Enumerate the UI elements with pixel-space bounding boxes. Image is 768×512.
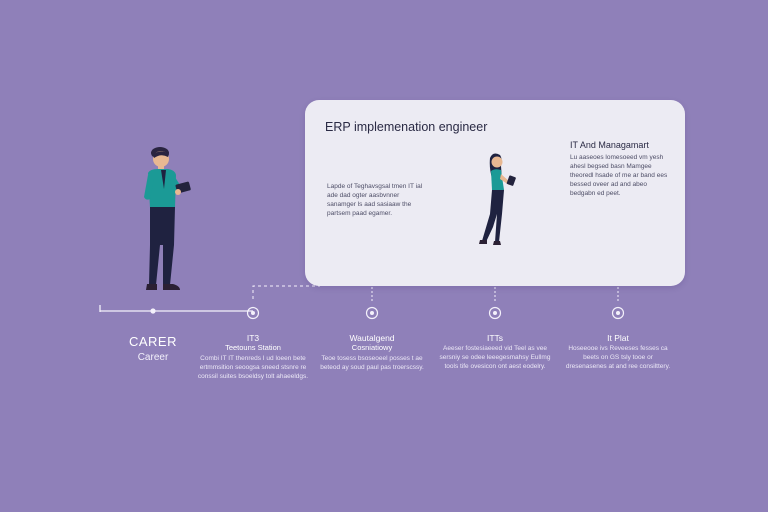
stage-subtitle: Teetouns Station: [225, 343, 281, 352]
stage-title: It Plat: [607, 333, 629, 343]
stage-description: Aeeser fostesiaeeed vid Teel as vee sers…: [439, 345, 551, 370]
dashed-connector: [252, 285, 320, 299]
info-card: ERP implemenation engineer Lapde of Tegh…: [305, 100, 685, 286]
stage-title: ITTs: [486, 333, 504, 343]
stage-description: Teoe tosess bsoseoeel posses t ae beteod…: [320, 355, 424, 371]
stage-title: Wautalgend: [349, 333, 395, 343]
stage-subtitle: Cosniatiowy: [351, 343, 393, 352]
stage-dot-1: [246, 306, 260, 320]
stage-4: It Plat Hoseeooe ivs Reveeses fesses ca …: [562, 333, 674, 371]
career-subtitle: Career: [137, 352, 169, 363]
card-left-text: Lapde of Teghavsgsal tmen IT ial ade dad…: [327, 183, 423, 217]
card-right-title: IT And Managamart: [570, 140, 649, 150]
career-title: CARER: [128, 334, 177, 349]
stage-description: Combi IT IT thenreds I ud loeen bete ert…: [197, 355, 309, 380]
timeline-start-dot: [150, 308, 156, 314]
stage-3: ITTs Aeeser fostesiaeeed vid Teel as vee…: [439, 333, 551, 371]
stage-description: Hoseeooe ivs Reveeses fesses ca beets on…: [565, 345, 671, 370]
stage-dot-2: [365, 306, 379, 320]
stage-dot-3: [488, 306, 502, 320]
stage-title: IT3: [246, 333, 260, 343]
stage-2: Wautalgend Cosniatiowy Teoe tosess bsose…: [316, 333, 428, 372]
man-with-tablet-illustration: [144, 147, 191, 290]
woman-with-tablet-illustration: [479, 153, 516, 245]
card-right-text: Lu aaseoes lomesoeed vm yesh ahesl begse…: [570, 154, 668, 197]
stage-dot-4: [611, 306, 625, 320]
card-title: ERP implemenation engineer: [325, 120, 488, 134]
stage-1: IT3 Teetouns Station Combi IT IT thenred…: [197, 333, 309, 381]
